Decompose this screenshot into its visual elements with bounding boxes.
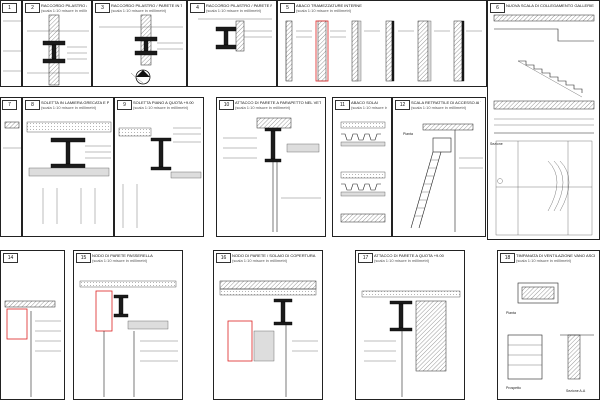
panel-subtitle: (scala 1:10 misure in millimetri) bbox=[235, 105, 291, 110]
panel-number: 7 bbox=[2, 100, 17, 110]
panel-number: 4 bbox=[190, 3, 205, 13]
panel-number: 1 bbox=[2, 3, 17, 13]
section-drawing bbox=[4, 300, 61, 397]
panel-title: ABACO TRAMEZZATURE INTERNE bbox=[296, 3, 362, 8]
detail-panel-8: 8 SOLETTA IN LAMIERA GRECATA E PANNELLI … bbox=[22, 97, 114, 237]
panel-number: 12 bbox=[395, 100, 410, 110]
panel-title: ATTACCO DI PARETE A QUOTA +9.00 bbox=[374, 253, 444, 258]
wall-section-drawing bbox=[79, 280, 178, 397]
plan-label: Pianta bbox=[403, 132, 413, 136]
detail-panel-6: 6 NUOVA SCALA DI COLLEGAMENTO GALLERIE G… bbox=[487, 0, 600, 240]
panel-title: RACCORDO PILASTRO / PARETE IN TRAVERTINO bbox=[111, 3, 182, 8]
slab-section-drawing bbox=[118, 127, 202, 228]
panel-title: RACCORDO PILASTRO / PARETE REI 120 bbox=[206, 3, 272, 8]
panel-title: SOLETTA PIANO A QUOTA +9.00 bbox=[133, 100, 194, 105]
section-drawing bbox=[99, 14, 183, 85]
panel-subtitle: (scala 1:10 misure in millimetri) bbox=[351, 105, 387, 110]
detail-panel-2: 2 RACCORDO PILASTRO / TRAMEZZO (scala 1:… bbox=[22, 0, 92, 87]
roof-section-drawing bbox=[219, 280, 318, 397]
detail-panel-7: 7 bbox=[0, 97, 22, 237]
detail-panel-5: 5 ABACO TRAMEZZATURE INTERNE (scala 1:10… bbox=[277, 0, 487, 87]
panel-subtitle: (scala 1:10 misure in millimetri) bbox=[111, 8, 167, 13]
panel-title: SCALA RETRATTILE DI ACCESSO AI TETTI PIA… bbox=[411, 100, 481, 105]
retractable-ladder-drawing bbox=[410, 123, 483, 232]
section-label: Sezione A-A bbox=[566, 389, 586, 393]
detail-panel-10: 10 ATTACCO DI PARETE A PARAPETTO NEL VET… bbox=[216, 97, 326, 237]
panel-subtitle: (scala 1:10 misure in millimetri) bbox=[206, 8, 262, 13]
panel-subtitle: (scala 1:10 misure in millimetri) bbox=[411, 105, 467, 110]
panel-subtitle: (scala 1:10 misure in millimetri) bbox=[41, 105, 97, 110]
detail-panel-16: 16 NODO DI PARETE / SOLAIO DI COPERTURA … bbox=[213, 250, 323, 400]
elevator-vent-drawing bbox=[507, 282, 594, 380]
panel-title: SOLETTA IN LAMIERA GRECATA E PANNELLI A … bbox=[41, 100, 109, 105]
panel-subtitle: (scala 1:10 misure in millimetri) bbox=[232, 258, 288, 263]
panel-number: 5 bbox=[280, 3, 295, 13]
panel-subtitle: (scala 1:10 misure in millimetri) bbox=[296, 8, 352, 13]
plan-label: Pianta bbox=[506, 311, 516, 315]
slab-section-drawing bbox=[26, 121, 112, 224]
panel-number: 14 bbox=[3, 253, 18, 263]
section-drawing bbox=[198, 18, 272, 52]
panel-number: 8 bbox=[25, 100, 40, 110]
panel-number: 11 bbox=[335, 100, 350, 110]
slab-schedule-drawing bbox=[340, 121, 386, 223]
partition-schedule-drawing bbox=[285, 20, 482, 82]
panel-subtitle: (scala 1:10 misure in millimetri) bbox=[516, 258, 572, 263]
panel-subtitle: (scala 1:10 misure in millimetri) bbox=[133, 105, 189, 110]
panel-number: 3 bbox=[95, 3, 110, 13]
panel-subtitle: (scala 1:10 misure in millimetri) bbox=[41, 8, 87, 13]
panel-title: ATTACCO DI PARETE A PARAPETTO NEL VETRO … bbox=[235, 100, 321, 105]
panel-title: TIMPANATA DI VENTILAZIONE VANO ASCENSORE bbox=[516, 253, 595, 258]
detail-panel-1: 1 bbox=[0, 0, 22, 87]
detail-panel-9: 9 SOLETTA PIANO A QUOTA +9.00 (scala 1:1… bbox=[114, 97, 204, 237]
panel-title: NODO DI PARETE / SOLAIO DI COPERTURA bbox=[232, 253, 316, 258]
detail-panel-17: 17 ATTACCO DI PARETE A QUOTA +9.00 (scal… bbox=[355, 250, 465, 400]
panel-subtitle: (scala 1:10 misure in millimetri) bbox=[374, 258, 430, 263]
panel-number: 10 bbox=[219, 100, 234, 110]
panel-number: 9 bbox=[117, 100, 132, 110]
elevation-label: Prospetto bbox=[506, 386, 521, 390]
detail-panel-3: 3 RACCORDO PILASTRO / PARETE IN TRAVERTI… bbox=[92, 0, 187, 87]
panel-number: 6 bbox=[490, 3, 505, 13]
detail-panel-15: 15 NODO DI PARETE PASSERELLA (scala 1:10… bbox=[73, 250, 183, 400]
panel-subtitle: (scala 1:10 misure in millimetri) bbox=[92, 258, 148, 263]
panel-number: 17 bbox=[358, 253, 373, 263]
detail-panel-4: 4 RACCORDO PILASTRO / PARETE REI 120 (sc… bbox=[187, 0, 277, 87]
panel-number: 18 bbox=[500, 253, 515, 263]
panel-title: NUOVA SCALA DI COLLEGAMENTO GALLERIE GRA… bbox=[506, 3, 595, 8]
detail-panel-14: 14 bbox=[0, 250, 65, 400]
panel-number: 15 bbox=[76, 253, 91, 263]
panel-number: 2 bbox=[25, 3, 40, 13]
detail-panel-18: 18 TIMPANATA DI VENTILAZIONE VANO ASCENS… bbox=[497, 250, 600, 400]
detail-panel-12: 12 SCALA RETRATTILE DI ACCESSO AI TETTI … bbox=[392, 97, 486, 237]
wall-attachment-drawing bbox=[223, 117, 321, 232]
section-drawing bbox=[27, 14, 89, 86]
stair-section-drawing bbox=[493, 14, 595, 236]
wall-attachment-drawing bbox=[361, 290, 461, 397]
panel-title: ABACO SOLAI bbox=[351, 100, 378, 105]
panel-number: 16 bbox=[216, 253, 231, 263]
detail-panel-11: 11 ABACO SOLAI (scala 1:10 misure in mil… bbox=[332, 97, 392, 237]
panel-title: NODO DI PARETE PASSERELLA bbox=[92, 253, 153, 258]
panel-title: RACCORDO PILASTRO / TRAMEZZO bbox=[41, 3, 87, 8]
section-label: Sezione bbox=[490, 142, 503, 146]
